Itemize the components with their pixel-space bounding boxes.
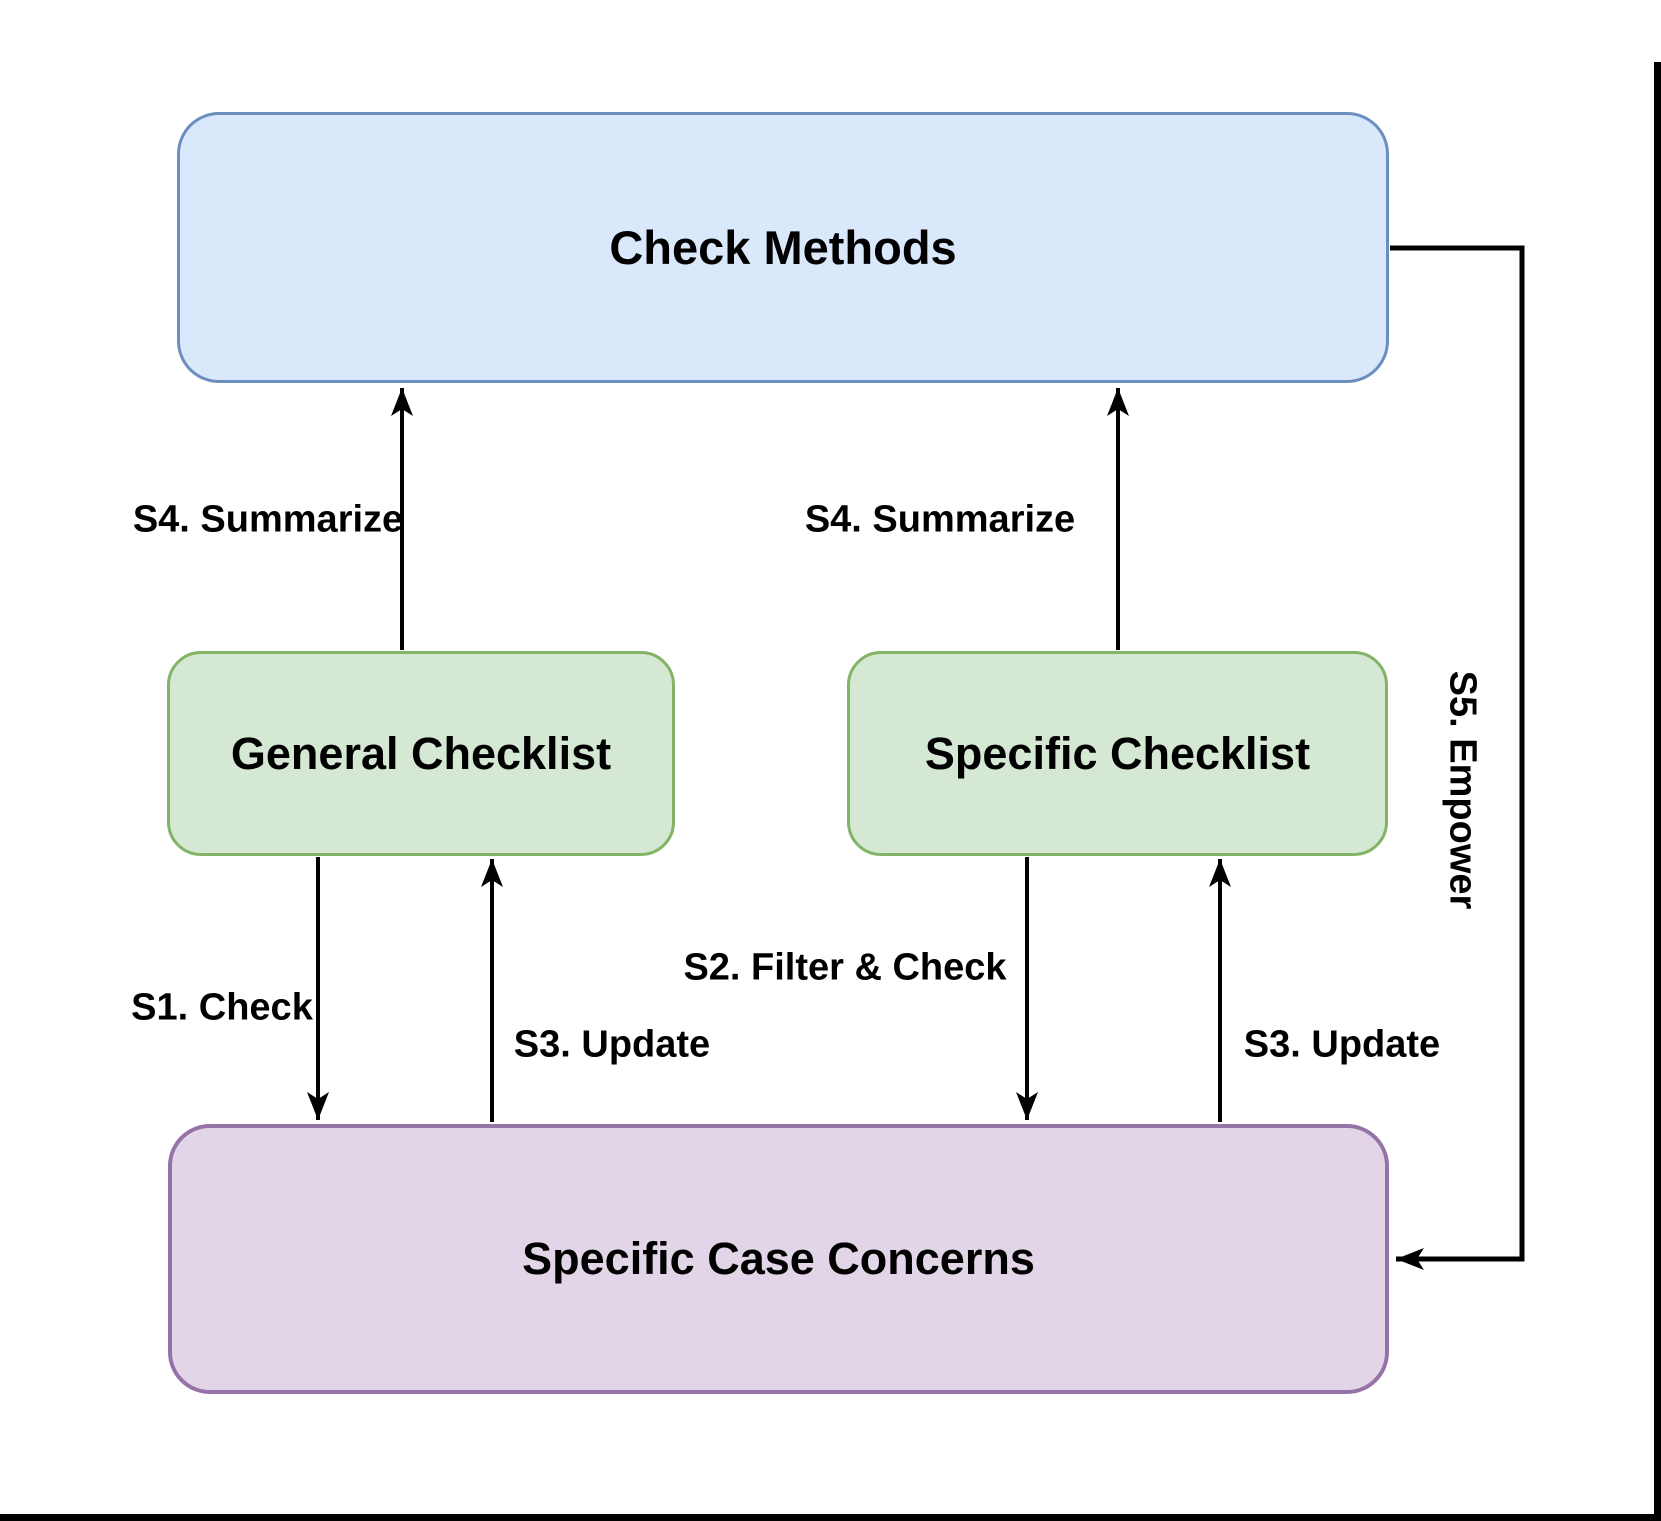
node-specific-checklist-label: Specific Checklist bbox=[924, 727, 1311, 779]
node-specific-case-concerns-label: Specific Case Concerns bbox=[522, 1233, 1035, 1284]
node-check-methods: Check Methods bbox=[177, 112, 1389, 383]
screenshot-right-border bbox=[1654, 62, 1661, 1521]
edge-label-s3-update-left: S3. Update bbox=[513, 1023, 711, 1066]
edge-label-s2-filter-check: S2. Filter & Check bbox=[683, 946, 1007, 989]
edge-label-s1-check: S1. Check bbox=[131, 986, 313, 1029]
edge-label-s4-summarize-left: S4. Summarize bbox=[132, 498, 404, 541]
node-specific-case-concerns: Specific Case Concerns bbox=[168, 1124, 1389, 1394]
node-general-checklist: General Checklist bbox=[167, 651, 675, 856]
edge-label-s4-summarize-right: S4. Summarize bbox=[804, 498, 1076, 541]
edge-label-s3-update-right: S3. Update bbox=[1243, 1023, 1441, 1066]
node-check-methods-label: Check Methods bbox=[609, 221, 957, 274]
node-specific-checklist: Specific Checklist bbox=[847, 651, 1388, 856]
edge-label-s5-empower: S5. Empower bbox=[1441, 670, 1484, 910]
node-general-checklist-label: General Checklist bbox=[230, 727, 612, 779]
screenshot-bottom-border bbox=[0, 1514, 1661, 1521]
